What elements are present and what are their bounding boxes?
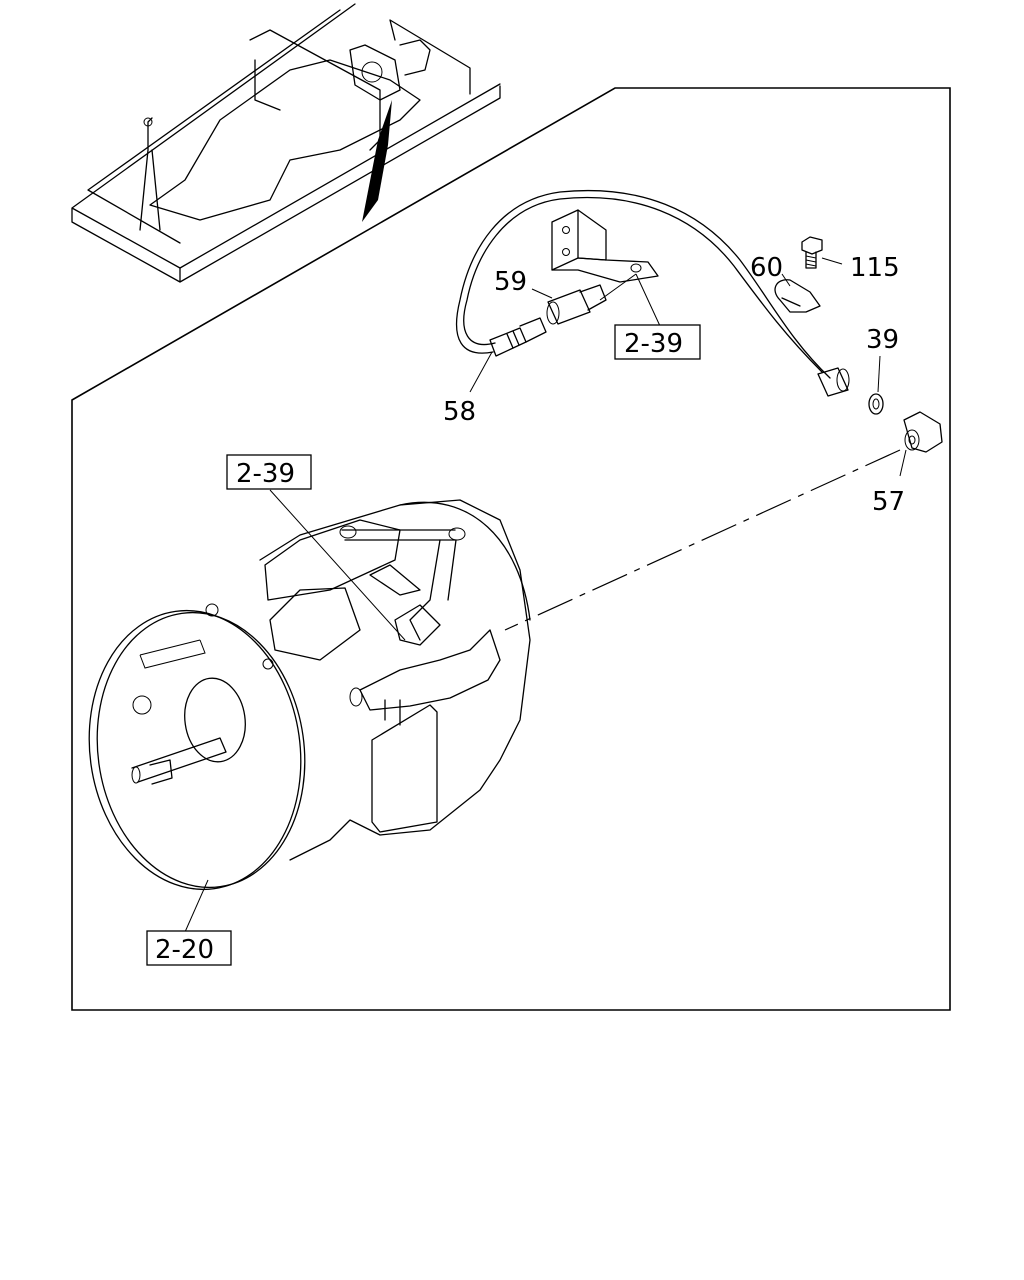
bolt-115 bbox=[801, 236, 823, 269]
callout-57: 57 bbox=[872, 487, 905, 517]
ref-box-transmission-top: 2-39 bbox=[226, 454, 312, 490]
hose bbox=[455, 189, 831, 379]
bracket bbox=[551, 209, 659, 301]
ref-box-transmission-bottom: 2-20 bbox=[146, 930, 232, 966]
adapter-59 bbox=[546, 284, 607, 325]
svg-text:2-20: 2-20 bbox=[155, 935, 214, 965]
ref-box-bracket: 2-39 bbox=[614, 324, 701, 360]
chassis-inset bbox=[71, 3, 501, 283]
svg-text:2-39: 2-39 bbox=[624, 329, 683, 359]
callout-59: 59 bbox=[494, 267, 527, 297]
elbow-57 bbox=[903, 411, 943, 453]
svg-text:2-39: 2-39 bbox=[236, 459, 295, 489]
transmission bbox=[88, 489, 531, 933]
hose-end-fittings bbox=[817, 367, 943, 453]
assembly-centerline bbox=[504, 449, 901, 631]
callout-58: 58 bbox=[443, 397, 476, 427]
callout-39: 39 bbox=[866, 325, 899, 355]
fitting-58 bbox=[489, 317, 547, 357]
detail-frame bbox=[71, 87, 951, 1011]
clip-60 bbox=[774, 279, 821, 313]
callout-115: 115 bbox=[850, 253, 900, 283]
pointer-wedge bbox=[362, 100, 392, 222]
washer-39 bbox=[868, 393, 884, 415]
leader-lines bbox=[469, 257, 907, 477]
callout-60: 60 bbox=[750, 253, 783, 283]
